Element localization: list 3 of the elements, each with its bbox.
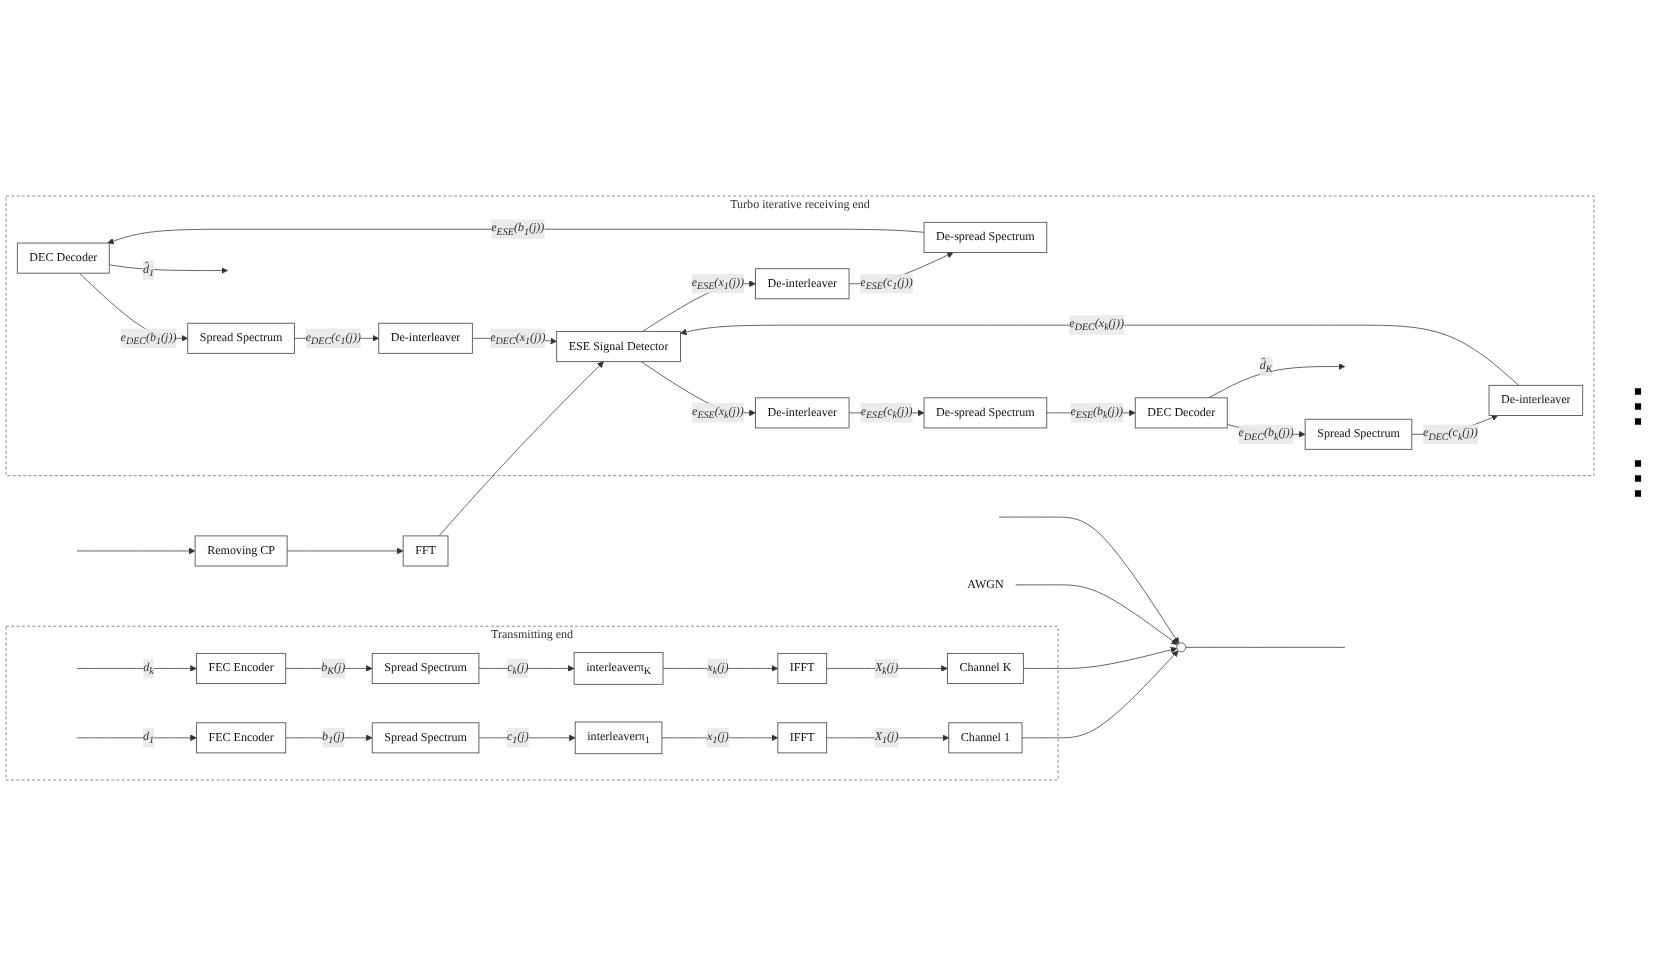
ellipsis-mark: ⋮ xyxy=(1614,452,1662,504)
ellipsis-mark: ⋮ xyxy=(1614,380,1662,432)
adder-circle xyxy=(1176,642,1187,653)
